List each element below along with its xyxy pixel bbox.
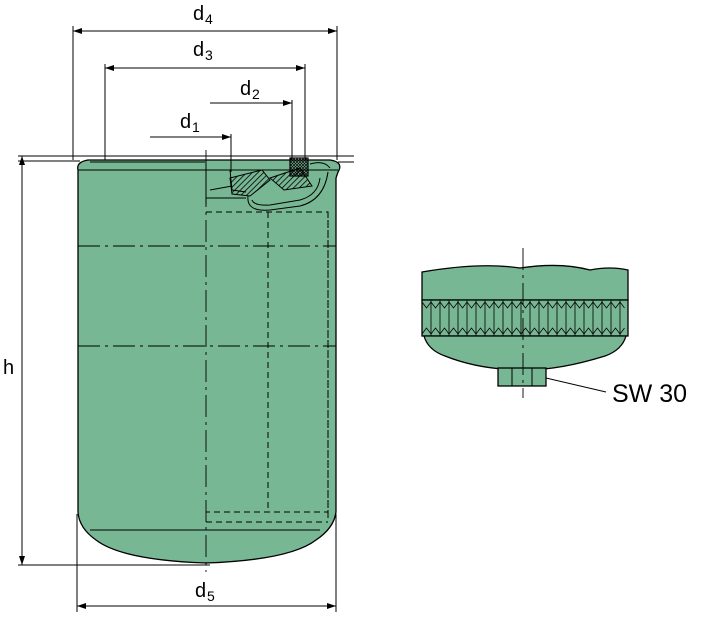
top-reference-lines	[18, 155, 354, 163]
seal-assembly	[205, 157, 331, 211]
label-d5: d	[195, 580, 206, 602]
hidden-inner-cartridge	[206, 211, 329, 523]
label-d2-sub: 2	[252, 86, 260, 102]
label-d1: d	[180, 111, 191, 133]
dimension-d3: d 3	[104, 39, 306, 160]
label-d3-sub: 3	[205, 47, 213, 63]
knurl-lines	[421, 300, 625, 309]
filter-body	[77, 159, 341, 564]
knurl-lines	[421, 327, 625, 336]
bottom-detail-view: SW 30	[421, 248, 687, 408]
label-sw30: SW 30	[612, 380, 687, 408]
knurl-lines	[421, 300, 621, 336]
label-d5-sub: 5	[207, 588, 215, 604]
label-d4-sub: 4	[205, 11, 213, 27]
dimension-d2: d 2	[210, 78, 293, 160]
dimension-h: h	[3, 156, 210, 566]
label-h: h	[3, 357, 14, 379]
dimension-d4: d 4	[72, 3, 338, 160]
dimension-d1: d 1	[150, 111, 232, 172]
label-d2: d	[240, 78, 251, 100]
label-d3: d	[193, 39, 204, 61]
dimension-d5: d 5	[76, 514, 337, 612]
label-d1-sub: 1	[192, 119, 200, 135]
label-d4: d	[193, 3, 204, 25]
knurl-pattern	[421, 300, 625, 336]
centerlines	[78, 150, 336, 572]
